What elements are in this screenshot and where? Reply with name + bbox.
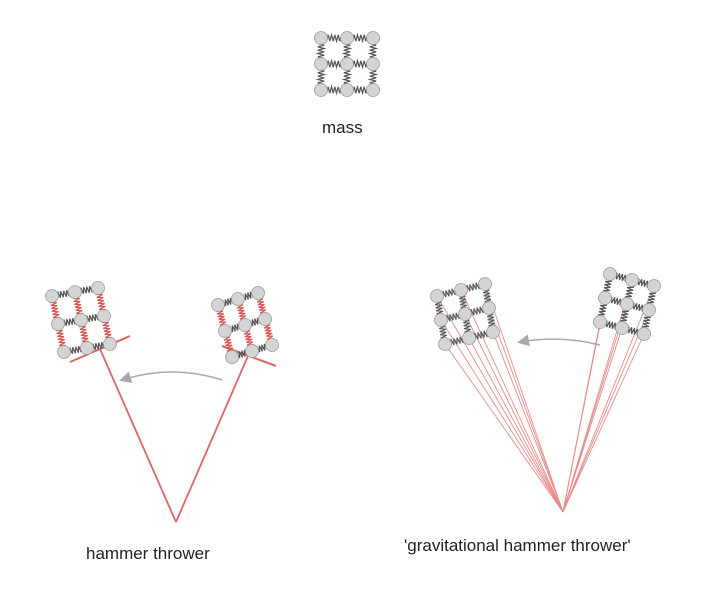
gravity-rope-left — [488, 307, 564, 513]
mass-node — [51, 317, 65, 331]
mass-node — [314, 31, 328, 45]
mass-node — [218, 324, 232, 338]
mass-node — [462, 331, 476, 345]
gravity-rope-left — [444, 343, 564, 513]
mass-node — [642, 303, 656, 317]
mass-node — [97, 309, 111, 323]
mass-node — [434, 313, 448, 327]
mass-lattice — [314, 31, 380, 97]
gravitational-right-mass — [593, 267, 661, 341]
mass-node — [103, 337, 117, 351]
mass-node — [340, 83, 354, 97]
arrows-layer — [119, 334, 601, 383]
mass-node — [366, 57, 380, 71]
mass-node — [486, 325, 500, 339]
mass-node — [245, 344, 259, 358]
mass-node — [80, 341, 94, 355]
mass-node — [258, 312, 272, 326]
mass-node — [91, 281, 105, 295]
ropes-layer — [99, 273, 655, 523]
mass-node — [620, 297, 634, 311]
gravity-rope-right — [562, 309, 650, 513]
gravity-rope-left — [460, 289, 564, 513]
mass-node — [625, 273, 639, 287]
mass-node — [340, 57, 354, 71]
gravity-rope-right — [562, 333, 645, 513]
mass-node — [482, 301, 496, 315]
mass-node — [430, 289, 444, 303]
hammer-right-mass — [211, 286, 279, 364]
gravity-rope-right — [562, 327, 623, 513]
mass-node — [211, 298, 225, 312]
rope-right — [175, 355, 249, 523]
mass-node — [454, 283, 468, 297]
mass-node — [366, 83, 380, 97]
mass-node — [45, 289, 59, 303]
mass-node — [438, 337, 452, 351]
hammer-thrower-label: hammer thrower — [86, 544, 210, 563]
gravity-rope-left — [464, 313, 564, 513]
mass-node — [225, 350, 239, 364]
gravity-rope-left — [484, 283, 564, 513]
hammer-left-mass — [45, 281, 117, 359]
mass-node — [57, 345, 71, 359]
masses-layer — [45, 31, 661, 364]
rope-left — [99, 348, 177, 523]
mass-node — [231, 292, 245, 306]
gravity-rope-left — [492, 331, 564, 513]
mass-node — [637, 327, 651, 341]
mass-label: mass — [322, 118, 363, 137]
mass-node — [366, 31, 380, 45]
mass-node — [458, 307, 472, 321]
mass-node — [314, 83, 328, 97]
mass-node — [238, 318, 252, 332]
gravitational-left-mass — [430, 277, 500, 351]
gravity-rope-left — [440, 319, 564, 513]
gravity-rope-right — [562, 285, 655, 513]
gravity-rope-left — [436, 295, 564, 513]
mass-node — [647, 279, 661, 293]
mass-node — [593, 315, 607, 329]
mass-node — [314, 57, 328, 71]
attachment-bar-left — [69, 335, 131, 363]
mass-node — [340, 31, 354, 45]
gravity-rope-left — [468, 337, 564, 513]
mass-node — [603, 267, 617, 281]
mass-node — [615, 321, 629, 335]
mass-node — [74, 313, 88, 327]
mass-node — [265, 338, 279, 352]
swing-arrow-right — [517, 334, 601, 347]
mass-node — [68, 285, 82, 299]
swing-arrow-left — [119, 371, 223, 383]
gravity-rope-right — [562, 321, 601, 513]
gravitational-hammer-thrower-label: 'gravitational hammer thrower' — [404, 536, 631, 555]
mass-node — [251, 286, 265, 300]
mass-node — [478, 277, 492, 291]
mass-node — [598, 291, 612, 305]
